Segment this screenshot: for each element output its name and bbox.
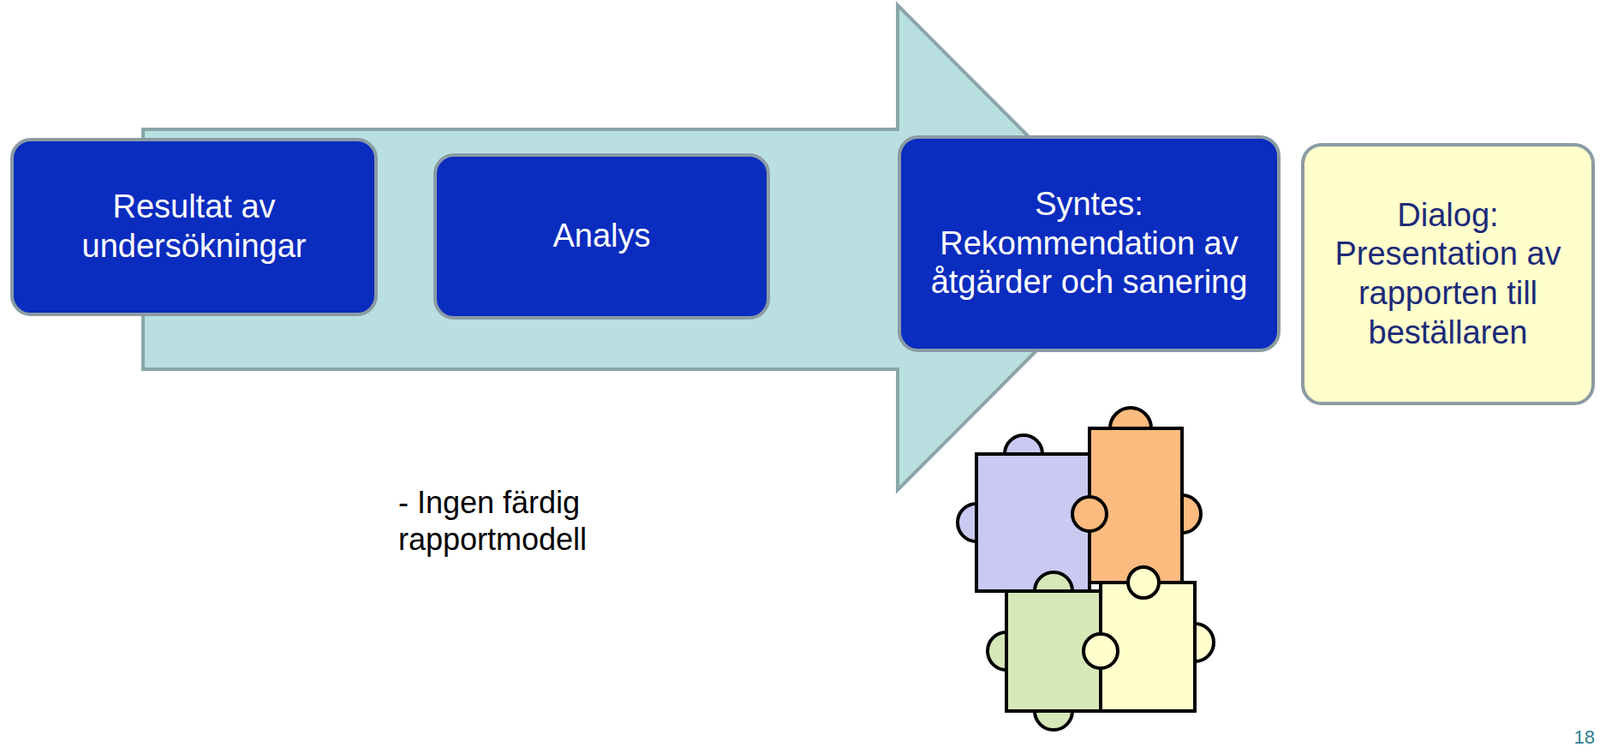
page-number: 18 [1552, 726, 1595, 749]
box-text: Analys [552, 216, 651, 257]
box-text: Syntes: Rekommendation av åtgärder och s… [919, 185, 1259, 303]
box-text: Dialog: Presentation av rapporten till b… [1326, 196, 1570, 353]
note-text: - Ingen färdig rapportmodell [398, 483, 656, 558]
box-text: Resultat av undersökningar [34, 187, 354, 266]
process-box: Analys [433, 153, 771, 320]
dialog-box: Dialog: Presentation av rapporten till b… [1301, 143, 1595, 406]
process-box: Resultat av undersökningar [10, 137, 378, 317]
process-box: Syntes: Rekommendation av åtgärder och s… [897, 135, 1281, 353]
puzzle-illustration [957, 407, 1214, 730]
